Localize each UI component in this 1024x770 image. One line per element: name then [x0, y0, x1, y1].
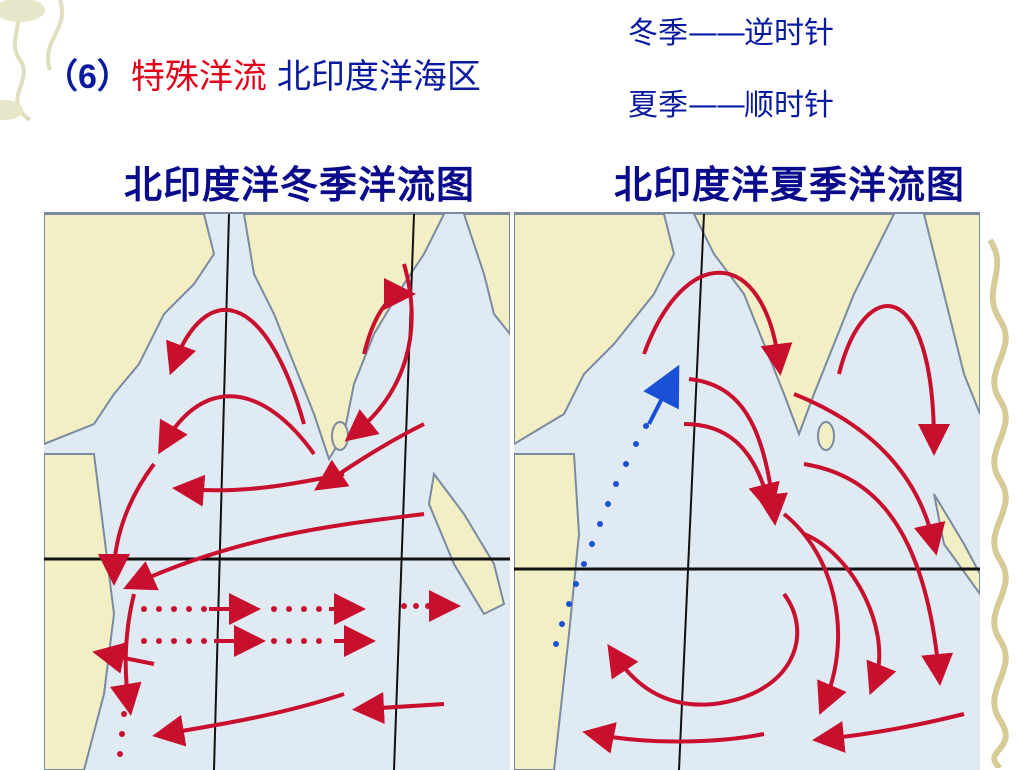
legend-winter-direction: 逆时针 — [744, 16, 834, 51]
land-arabia — [44, 214, 216, 446]
summer-map-title: 北印度洋夏季洋流图 — [614, 163, 966, 207]
land-africa — [514, 453, 581, 770]
legend-summer: 夏季——顺时针 — [628, 80, 834, 124]
legend-winter: 冬季——逆时针 — [628, 8, 834, 52]
land-southeast-asia — [462, 214, 510, 336]
land-arabia — [514, 214, 676, 446]
legend-summer-direction: 顺时针 — [744, 88, 834, 123]
legend-winter-dash: —— — [688, 16, 746, 51]
winter-map-title: 北印度洋冬季洋流图 — [124, 163, 476, 207]
land-southeast-asia — [922, 214, 980, 415]
land-sri-lanka — [817, 421, 835, 451]
land-india — [692, 214, 896, 437]
winter-map-header: 北印度洋冬季洋流图 — [44, 142, 514, 212]
land-sri-lanka — [331, 421, 349, 451]
title-region: 北印度洋海区 — [276, 57, 481, 97]
summer-map-header: 北印度洋夏季洋流图 — [514, 142, 984, 212]
legend-summer-season: 夏季 — [628, 88, 688, 123]
title-highlight: 特殊洋流 — [130, 57, 267, 97]
summer-current-map — [514, 212, 980, 770]
legend-summer-dash: —— — [688, 88, 746, 123]
meridian-line — [678, 214, 705, 770]
slide-title: （6）特殊洋流北印度洋海区 — [44, 52, 481, 102]
land-sumatra — [427, 471, 506, 616]
section-number: （6） — [44, 58, 131, 96]
legend-winter-season: 冬季 — [628, 16, 688, 51]
winter-current-map — [44, 212, 510, 770]
